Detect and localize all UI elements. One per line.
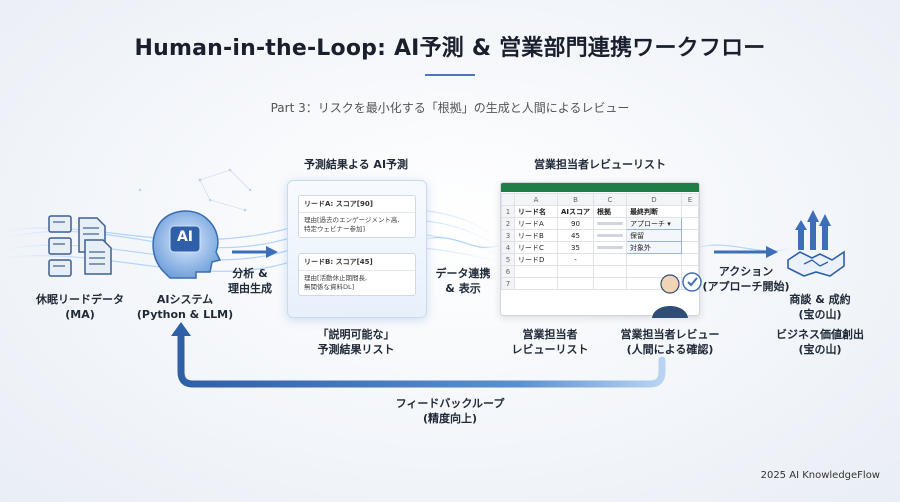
review-bottom-label-2: レビューリスト	[511, 343, 589, 356]
footer-credit: 2025 AI KnowledgeFlow	[760, 470, 880, 481]
feedback-label-1: フィードバックループ	[395, 397, 505, 410]
review-bottom-label-1: 営業担当者	[522, 328, 578, 341]
dormant-label-2: (MA)	[65, 308, 95, 321]
column-header-row: A B C D E	[501, 193, 699, 206]
review-spreadsheet: A B C D E 1 リード名 AIスコア 根拠 最終判断 2 リードA 90…	[500, 182, 700, 316]
action-label-1: アクション	[718, 265, 774, 278]
prediction-bottom-label-2: 予測結果リスト	[317, 343, 395, 356]
data-link-label-2: & 表示	[445, 282, 481, 295]
dormant-label-1: 休眠リードデータ	[36, 293, 124, 306]
handshake-growth-icon	[787, 210, 845, 277]
table-row: 3 リードB 45 保留	[501, 229, 699, 242]
card-a-body-1: 理由[過去のエンゲージメント高,	[304, 216, 400, 224]
card-b-head: リードB: スコア[45]	[299, 254, 415, 271]
card-a-head: リードA: スコア[90]	[299, 196, 415, 213]
reviewer-person-icon	[652, 272, 702, 318]
feedback-label-2: (精度向上)	[422, 412, 478, 425]
spreadsheet-toolbar	[501, 183, 699, 192]
outcome-label-4: (宝の山)	[798, 343, 842, 356]
prediction-card-a: リードA: スコア[90] 理由[過去のエンゲージメント高, 特定ウェビナー参加…	[298, 195, 416, 238]
outcome-label-2: (宝の山)	[798, 308, 842, 321]
prediction-bottom-label-1: 「説明可能な」	[317, 328, 395, 341]
card-b-body-1: 理由[活動休止期間長,	[304, 274, 368, 282]
reviewer-label-1: 営業担当者レビュー	[620, 328, 720, 341]
ai-brain-icon	[152, 210, 222, 279]
reviewer-label-2: (人間による確認)	[626, 343, 714, 356]
page-title: Human-in-the-Loop: AI予測 & 営業部門連携ワークフロー	[134, 36, 766, 61]
page-subtitle: Part 3：リスクを最小化する「根拠」の生成と人間によるレビュー	[270, 101, 630, 115]
card-a-body-2: 特定ウェビナー参加]	[304, 225, 366, 233]
table-row: 5 リードD -	[501, 253, 699, 266]
title-underline	[425, 74, 475, 76]
prediction-top-label: 予測結果よる AI予測	[303, 158, 409, 171]
review-table: A B C D E 1 リード名 AIスコア 根拠 最終判断 2 リードA 90…	[501, 193, 699, 290]
analysis-label-2: 理由生成	[228, 282, 272, 295]
prediction-card-b: リードB: スコア[45] 理由[活動休止期間長, 無関係な資料DL]	[298, 253, 416, 296]
database-documents-icon	[48, 215, 112, 277]
ai-label-1: AIシステム	[156, 293, 214, 306]
ai-chip-text: AI	[176, 229, 194, 245]
card-b-body-2: 無関係な資料DL]	[304, 283, 355, 291]
feedback-loop-arrow	[171, 322, 666, 388]
outcome-label-1: 商談 & 成約	[789, 293, 851, 306]
decision-option[interactable]: 保留	[626, 229, 682, 242]
arrow-right-icon	[232, 246, 278, 258]
ai-label-2: (Python & LLM)	[136, 308, 234, 321]
table-row: 4 リードC 35 対象外	[501, 241, 699, 254]
decision-option[interactable]: 対象外	[626, 241, 682, 254]
table-row: 2 リードA 90 アプローチ ▾	[501, 217, 699, 230]
analysis-label-1: 分析 &	[232, 267, 268, 280]
action-label-2: (アプローチ開始)	[702, 280, 790, 293]
review-list-top-label: 営業担当者レビューリスト	[534, 158, 666, 171]
decision-dropdown[interactable]: アプローチ ▾	[626, 217, 682, 230]
arrow-right-icon	[714, 246, 778, 258]
data-link-label-1: データ連携	[435, 267, 491, 280]
prediction-panel: リードA: スコア[90] 理由[過去のエンゲージメント高, 特定ウェビナー参加…	[287, 180, 427, 318]
table-row: 1 リード名 AIスコア 根拠 最終判断	[501, 205, 699, 218]
outcome-label-3: ビジネス価値創出	[776, 328, 864, 341]
